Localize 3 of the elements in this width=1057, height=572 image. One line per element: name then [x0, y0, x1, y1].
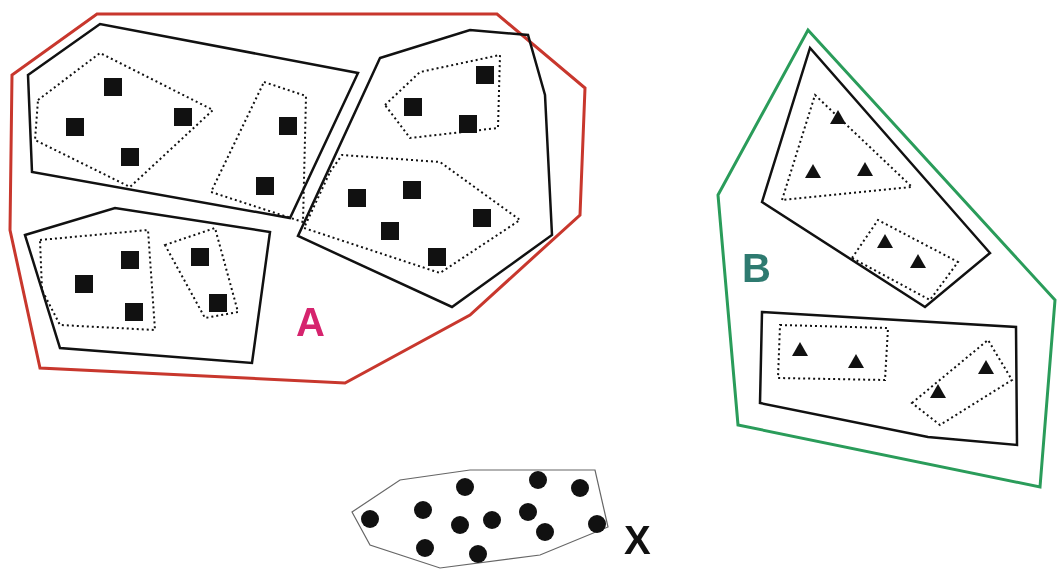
group-label: B	[742, 248, 771, 288]
group-label: X	[624, 520, 651, 560]
group-label: A	[296, 302, 325, 342]
